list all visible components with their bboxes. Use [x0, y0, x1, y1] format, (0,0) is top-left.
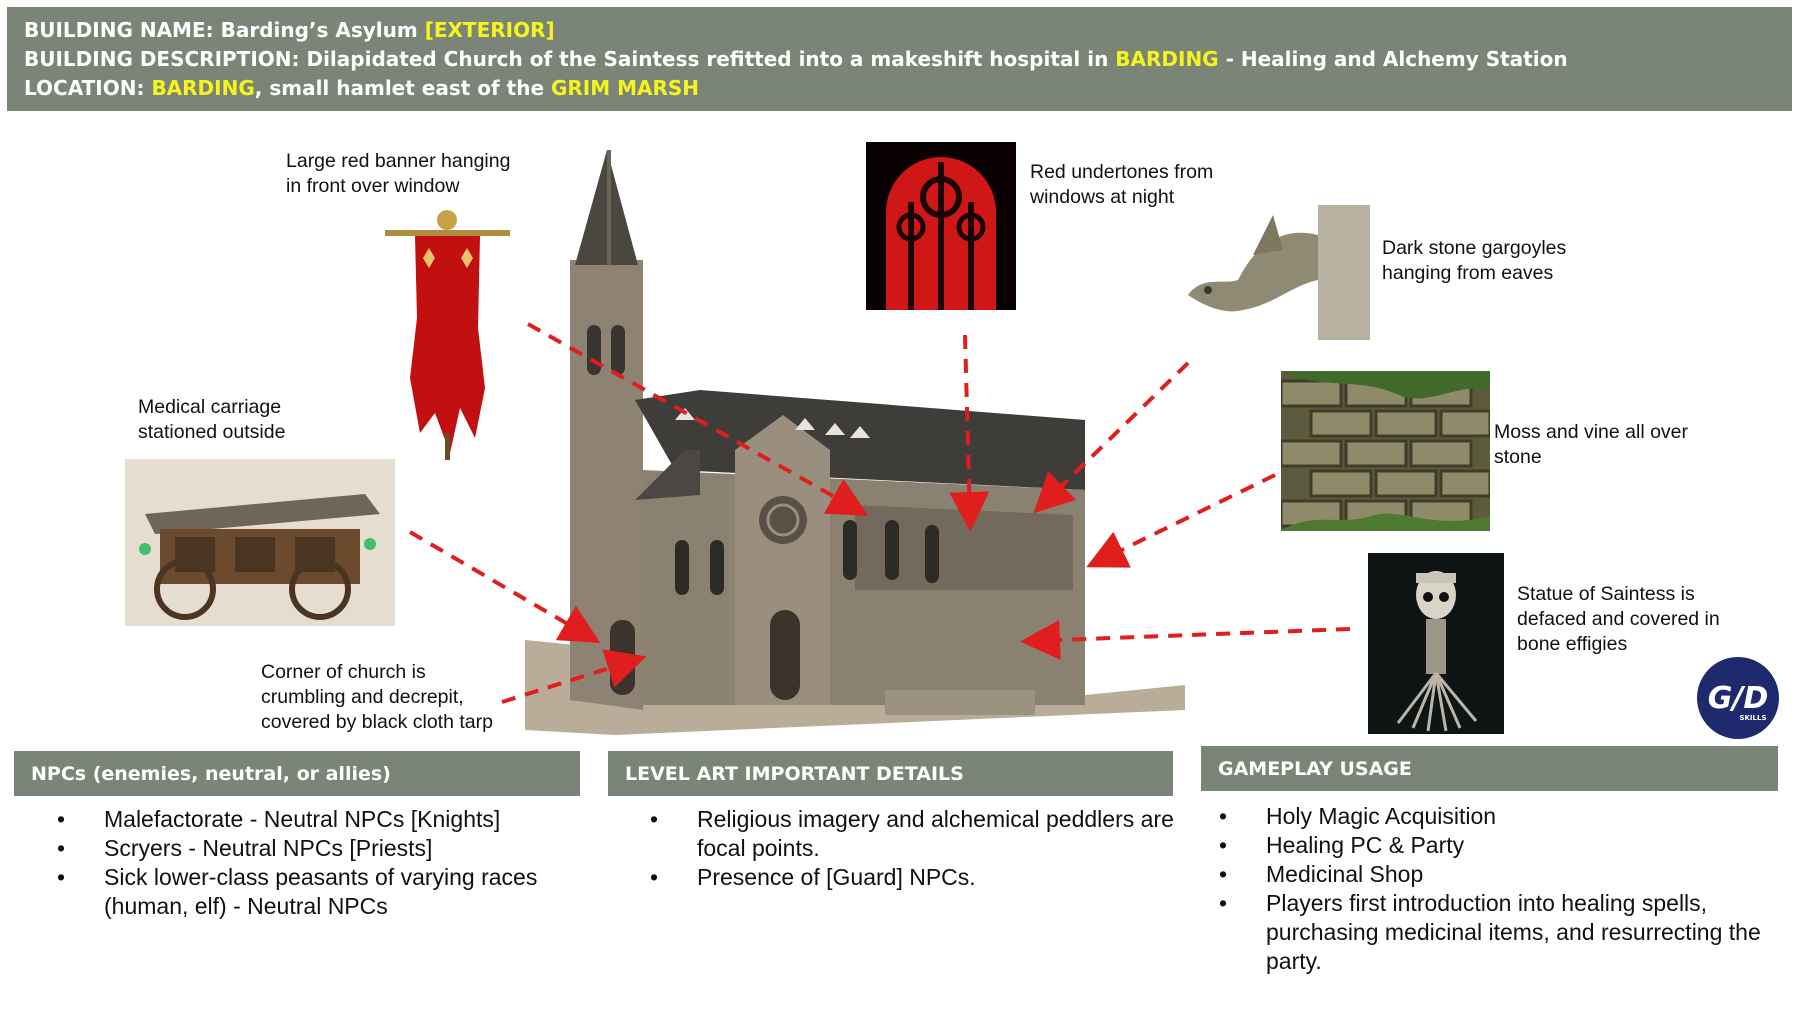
caption-statue: Statue of Saintess is defaced and covere…: [1517, 582, 1720, 657]
caption-line: crumbling and decrepit,: [261, 686, 464, 708]
statue-image: [1368, 553, 1504, 734]
arrow-corner: [501, 649, 647, 704]
loc-label: LOCATION:: [24, 76, 145, 100]
list-item: Malefactorate - Neutral NPCs [Knights]: [46, 805, 566, 834]
desc-place: BARDING: [1115, 47, 1219, 71]
loc-text: , small hamlet east of the: [254, 76, 545, 100]
red-window-image: [866, 142, 1016, 310]
caption-line: covered by black cloth tarp: [261, 711, 493, 733]
caption-line: windows at night: [1030, 186, 1175, 208]
list-item: Holy Magic Acquisition: [1208, 802, 1778, 831]
caption-line: stationed outside: [138, 421, 286, 443]
caption-line: Dark stone gargoyles: [1382, 237, 1567, 259]
arrow-statue: [1020, 619, 1351, 660]
npcs-header: NPCs (enemies, neutral, or allies): [14, 751, 580, 796]
caption-line: Statue of Saintess is: [1517, 583, 1695, 605]
caption-carriage: Medical carriage stationed outside: [138, 395, 285, 445]
caption-line: Moss and vine all over: [1494, 421, 1689, 443]
caption-corner: Corner of church is crumbling and decrep…: [261, 660, 493, 735]
caption-windows: Red undertones from windows at night: [1030, 160, 1213, 210]
loc-place: BARDING: [151, 76, 255, 100]
list-item: Scryers - Neutral NPCs [Priests]: [46, 834, 566, 863]
arrow-banner: [527, 322, 869, 516]
level-art-list: Religious imagery and alchemical peddler…: [639, 805, 1179, 892]
arrow-carriage: [408, 530, 601, 644]
list-item: Players first introduction into healing …: [1208, 889, 1778, 976]
red-banner-image: [385, 208, 510, 460]
caption-line: hanging from eaves: [1382, 262, 1554, 284]
list-item: Religious imagery and alchemical peddler…: [639, 805, 1179, 863]
caption-line: Large red banner hanging: [286, 150, 511, 172]
arrow-gargoyle: [1033, 361, 1190, 514]
moss-wall-image: [1281, 371, 1490, 531]
caption-moss: Moss and vine all over stone: [1494, 420, 1688, 470]
building-name-line: BUILDING NAME: Barding’s Asylum [EXTERIO…: [24, 18, 555, 42]
list-item: Healing PC & Party: [1208, 831, 1778, 860]
arrow-moss: [1086, 473, 1276, 568]
caption-line: bone effigies: [1517, 633, 1628, 655]
carriage-image: [125, 459, 395, 626]
name-label: BUILDING NAME:: [24, 18, 214, 42]
caption-line: defaced and covered in: [1517, 608, 1720, 630]
gameplay-list: Holy Magic Acquisition Healing PC & Part…: [1208, 802, 1778, 976]
header-banner: BUILDING NAME: Barding’s Asylum [EXTERIO…: [7, 7, 1792, 111]
gameplay-title: GAMEPLAY USAGE: [1218, 758, 1412, 780]
caption-line: Red undertones from: [1030, 161, 1214, 183]
desc-suffix: - Healing and Alchemy Station: [1225, 47, 1568, 71]
caption-line: Medical carriage: [138, 396, 282, 418]
gargoyle-image: [1183, 205, 1370, 340]
location-line: LOCATION: BARDING, small hamlet east of …: [24, 76, 699, 100]
loc-region: GRIM MARSH: [550, 76, 700, 100]
list-item: Presence of [Guard] NPCs.: [639, 863, 1179, 892]
building-description-line: BUILDING DESCRIPTION: Dilapidated Church…: [24, 47, 1568, 71]
list-item: Sick lower-class peasants of varying rac…: [46, 863, 566, 921]
caption-gargoyle: Dark stone gargoyles hanging from eaves: [1382, 236, 1566, 286]
name-value: Barding’s Asylum: [220, 18, 418, 42]
gameplay-header: GAMEPLAY USAGE: [1201, 746, 1778, 791]
logo-sub: SKILLS: [1739, 714, 1766, 722]
caption-line: Corner of church is: [261, 661, 426, 683]
arrow-windows: [949, 334, 990, 532]
logo: G/D SKILLS: [1696, 656, 1780, 740]
caption-line: stone: [1494, 446, 1542, 468]
name-tag: [EXTERIOR]: [424, 18, 555, 42]
caption-line: in front over window: [286, 175, 460, 197]
npcs-list: Malefactorate - Neutral NPCs [Knights] S…: [46, 805, 566, 921]
desc-text: Dilapidated Church of the Saintess refit…: [306, 47, 1109, 71]
level-art-title: LEVEL ART IMPORTANT DETAILS: [625, 763, 964, 785]
list-item: Medicinal Shop: [1208, 860, 1778, 889]
desc-label: BUILDING DESCRIPTION:: [24, 47, 300, 71]
npcs-title: NPCs (enemies, neutral, or allies): [31, 763, 391, 785]
level-art-header: LEVEL ART IMPORTANT DETAILS: [608, 751, 1173, 796]
svg-text:G/D: G/D: [1708, 681, 1768, 716]
caption-banner: Large red banner hanging in front over w…: [286, 149, 510, 199]
